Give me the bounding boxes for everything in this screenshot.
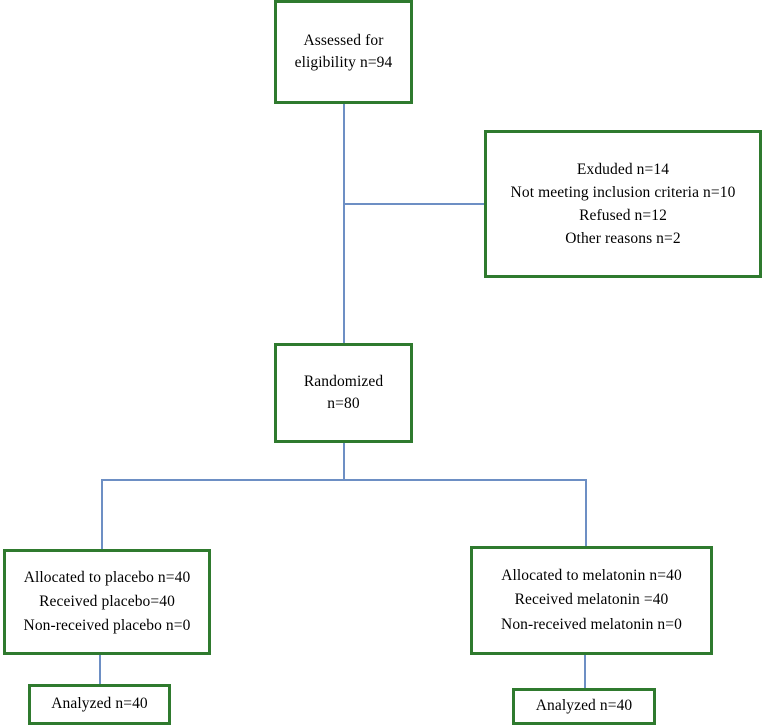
allocated-to-melatonin-box: Allocated to melatonin n=40 Received mel… — [470, 546, 713, 655]
assessed-for-eligibility-label: Assessed for eligibility n=94 — [294, 31, 393, 71]
allocated-to-placebo-label: Allocated to placebo n=40 Received place… — [23, 568, 191, 634]
connector-junction-to-excluded — [343, 203, 485, 205]
assessed-for-eligibility-box: Assessed for eligibility n=94 — [274, 0, 413, 104]
analyzed-placebo-label: Analyzed n=40 — [51, 695, 148, 713]
randomized-label: Randomized n=80 — [303, 372, 384, 412]
connector-split-to-melatonin — [585, 479, 587, 547]
connector-split-to-placebo — [101, 479, 103, 550]
connector-allocation-split-bar — [101, 479, 587, 481]
analyzed-melatonin-box: Analyzed n=40 — [512, 688, 656, 725]
connector-assessed-to-junction — [343, 104, 345, 204]
excluded-box: Exduded n=14 Not meeting inclusion crite… — [484, 130, 762, 278]
connector-randomized-down — [343, 443, 345, 480]
allocated-to-melatonin-label: Allocated to melatonin n=40 Received mel… — [501, 567, 682, 633]
allocated-to-placebo-box: Allocated to placebo n=40 Received place… — [3, 549, 211, 655]
analyzed-melatonin-label: Analyzed n=40 — [535, 697, 633, 715]
connector-junction-to-randomized — [343, 203, 345, 344]
excluded-label: Exduded n=14 Not meeting inclusion crite… — [510, 160, 736, 248]
connector-placebo-to-analyzed — [99, 655, 101, 685]
randomized-box: Randomized n=80 — [274, 343, 413, 443]
connector-melatonin-to-analyzed — [584, 655, 586, 689]
analyzed-placebo-box: Analyzed n=40 — [28, 684, 171, 725]
